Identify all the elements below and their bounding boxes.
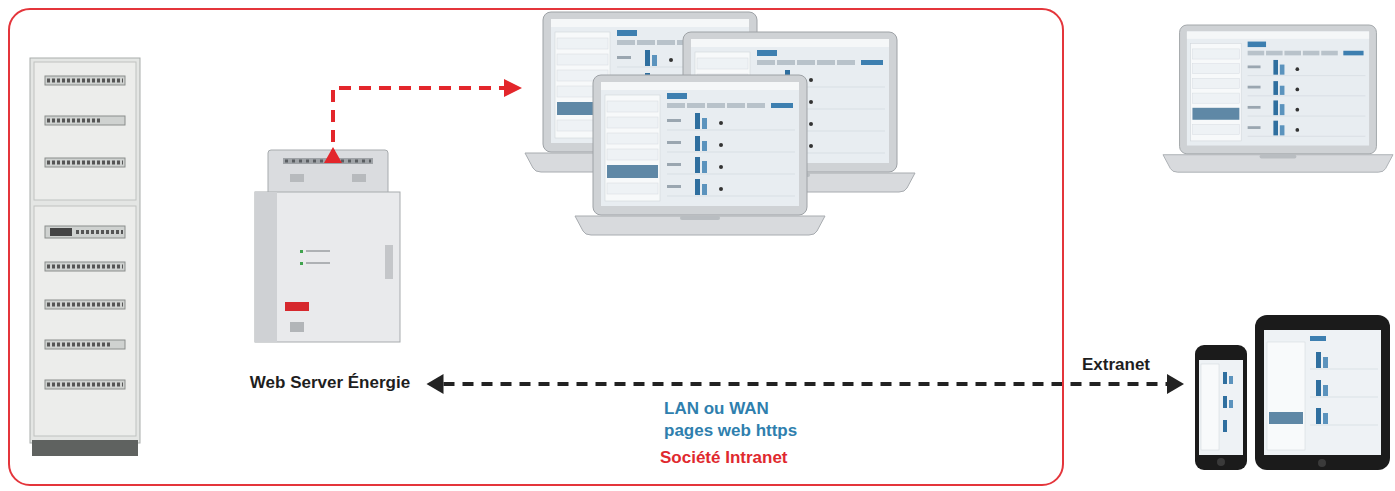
arrow-head <box>427 374 444 394</box>
intranet-link-arrow <box>324 79 522 163</box>
dashed-line <box>444 382 1168 386</box>
region-title: Société Intranet <box>660 448 788 468</box>
arrow-head <box>1167 374 1184 394</box>
mobile-devices <box>1195 315 1390 470</box>
connector-label: LAN ou WAN pages web https <box>662 398 811 442</box>
group-label: Extranet <box>1082 355 1150 375</box>
extranet-laptop <box>1163 25 1393 172</box>
web-server-node: Web Server Énergie <box>240 135 421 400</box>
electrical-cabinet <box>30 58 140 456</box>
extranet-devices: Extranet <box>1190 310 1392 472</box>
web-server-module <box>255 150 400 342</box>
device-label: Web Server Énergie <box>250 373 410 393</box>
intranet-laptops <box>525 12 915 235</box>
intranet-region: Société Intranet Web Server Énergie <box>8 8 1064 486</box>
network-connector <box>427 374 1185 394</box>
